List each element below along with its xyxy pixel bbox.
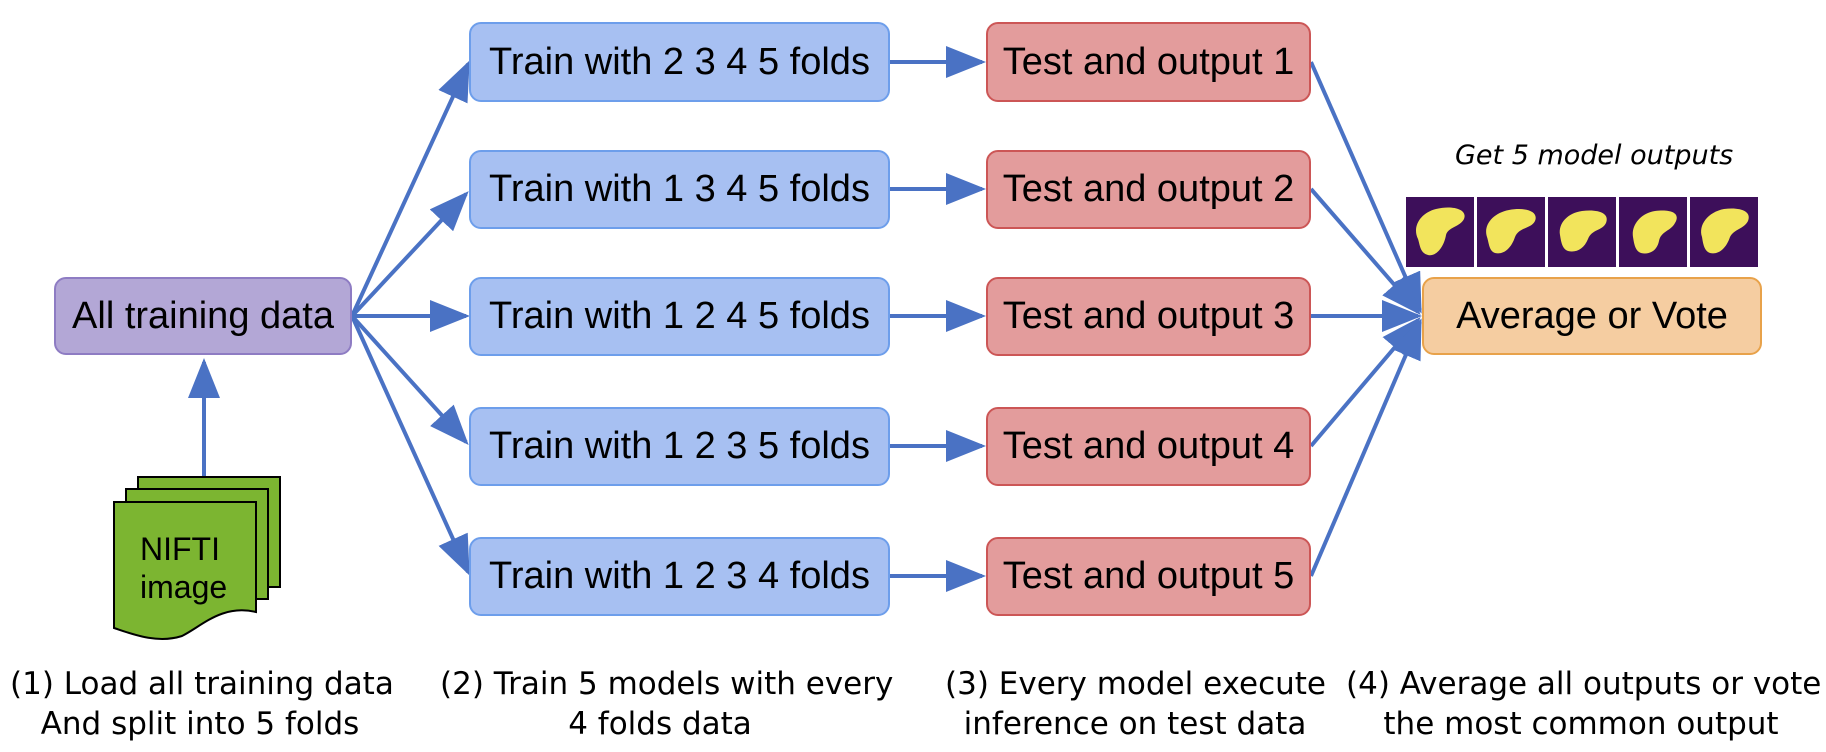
segmentation-mask-icon xyxy=(1619,197,1687,267)
test-node-4: Test and output 4 xyxy=(986,407,1311,486)
train-node-4: Train with 1 2 3 5 folds xyxy=(469,407,890,486)
arrow-test-to-aggregate-4 xyxy=(1309,316,1421,448)
segmentation-mask-icon xyxy=(1548,197,1616,267)
test-node-label: Test and output 1 xyxy=(1002,40,1295,83)
arrow-data-to-train-2 xyxy=(350,191,469,318)
test-node-3: Test and output 3 xyxy=(986,277,1311,356)
step-2-caption-line2: 4 folds data xyxy=(568,706,752,742)
step-2-caption-line1: (2) Train 5 models with every xyxy=(440,666,894,702)
train-node-5: Train with 1 2 3 4 folds xyxy=(469,537,890,616)
test-node-label: Test and output 4 xyxy=(1002,425,1295,467)
step-3-caption-line1: (3) Every model execute xyxy=(945,666,1327,702)
train-node-2: Train with 1 3 4 5 folds xyxy=(469,150,890,229)
train-node-3: Train with 1 2 4 5 folds xyxy=(469,277,890,356)
segmentation-mask-icon xyxy=(1477,197,1545,267)
test-node-2: Test and output 2 xyxy=(986,150,1311,229)
step-4-caption-line2: the most common output xyxy=(1383,706,1779,742)
train-node-label: Train with 1 3 4 5 folds xyxy=(489,168,870,210)
nifti-stack-icon xyxy=(113,476,281,640)
arrow-data-to-train-1 xyxy=(350,60,470,317)
train-node-label: Train with 1 2 4 5 folds xyxy=(489,295,870,337)
train-node-label: Train with 1 2 3 4 folds xyxy=(489,555,870,597)
test-node-label: Test and output 3 xyxy=(1002,295,1295,337)
nifti-label: NIFTI image xyxy=(140,530,227,606)
test-node-label: Test and output 2 xyxy=(1002,168,1295,210)
aggregate-node: Average or Vote xyxy=(1422,277,1762,355)
outputs-title: Get 5 model outputs xyxy=(1455,140,1734,171)
all-training-data-node: All training data xyxy=(54,277,352,355)
step-1-caption-line2: And split into 5 folds xyxy=(40,706,360,742)
aggregate-label: Average or Vote xyxy=(1456,294,1728,337)
train-node-1: Train with 2 3 4 5 folds xyxy=(469,22,890,102)
segmentation-mask-icon xyxy=(1690,197,1758,267)
step-1-caption-line1: (1) Load all training data xyxy=(10,666,394,702)
step-4-caption: (4) Average all outputs or vote the most… xyxy=(1346,664,1822,744)
arrow-test-to-aggregate-2 xyxy=(1309,187,1421,316)
all-training-data-label: All training data xyxy=(72,294,334,337)
train-node-label: Train with 2 3 4 5 folds xyxy=(489,40,870,83)
arrow-test-to-aggregate-5 xyxy=(1309,318,1422,577)
train-node-label: Train with 1 2 3 5 folds xyxy=(489,425,870,467)
test-node-1: Test and output 1 xyxy=(986,22,1311,102)
arrow-data-to-train-4 xyxy=(350,314,469,445)
test-node-5: Test and output 5 xyxy=(986,537,1311,616)
nifti-label-line1: NIFTI xyxy=(140,531,220,567)
arrow-data-to-train-5 xyxy=(350,315,470,576)
model-output-thumbnails xyxy=(1406,197,1758,267)
segmentation-mask-icon xyxy=(1406,197,1474,267)
step-4-caption-line1: (4) Average all outputs or vote xyxy=(1346,666,1822,702)
test-node-label: Test and output 5 xyxy=(1002,555,1295,597)
step-3-caption: (3) Every model execute inference on tes… xyxy=(945,664,1327,744)
nifti-label-line2: image xyxy=(140,569,228,605)
arrow-test-to-aggregate-1 xyxy=(1309,61,1422,314)
step-1-caption: (1) Load all training data And split int… xyxy=(10,664,394,744)
step-3-caption-line2: inference on test data xyxy=(963,706,1307,742)
step-2-caption: (2) Train 5 models with every 4 folds da… xyxy=(440,664,894,744)
